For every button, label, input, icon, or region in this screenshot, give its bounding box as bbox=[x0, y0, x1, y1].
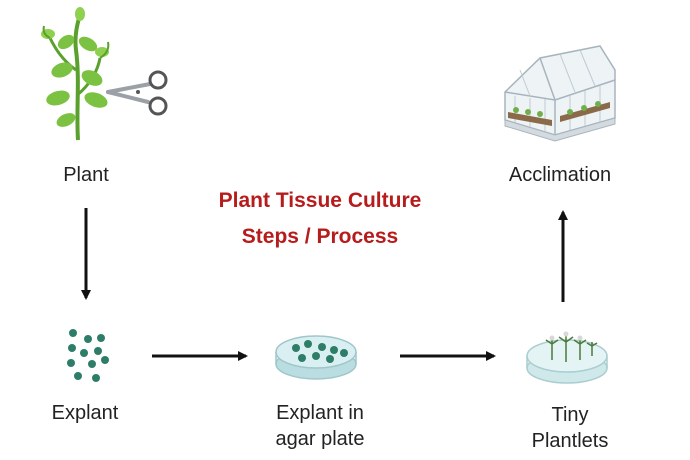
step-label-plant: Plant bbox=[63, 164, 109, 186]
step-label-plantlets: Tiny Plantlets bbox=[510, 402, 630, 454]
greenhouse-icon bbox=[504, 45, 616, 142]
scissors-icon bbox=[106, 70, 168, 116]
pea-plant-icon bbox=[41, 7, 110, 141]
step-label-explant: Explant bbox=[51, 402, 119, 424]
explant-cells-icon bbox=[67, 329, 109, 382]
diagram-title-line2: Steps / Process bbox=[241, 225, 399, 248]
petri-dish-plantlets-icon bbox=[526, 331, 608, 384]
step-label-agar-line2: agar plate bbox=[275, 428, 365, 450]
step-label-plantlets-line1: Tiny bbox=[551, 404, 589, 426]
step-label-plantlets-line2: Plantlets bbox=[531, 430, 609, 452]
step-label-agar: Explant in agar plate bbox=[250, 400, 390, 452]
diagram-title-line1: Plant Tissue Culture bbox=[218, 189, 422, 212]
step-label-acclimation: Acclimation bbox=[508, 164, 612, 186]
step-label-agar-line1: Explant in bbox=[276, 402, 364, 424]
petri-dish-explant-icon bbox=[275, 335, 357, 380]
